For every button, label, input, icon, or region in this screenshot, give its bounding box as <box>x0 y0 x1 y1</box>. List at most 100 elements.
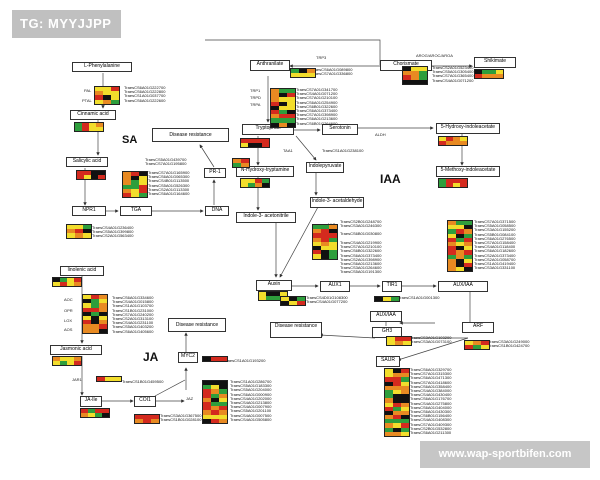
label-pal: PAL <box>84 88 92 93</box>
heatmap-npr1 <box>66 224 92 239</box>
node-aux-iaa-small: AUX/IAA <box>370 311 402 322</box>
label-trpd: TRPD <box>250 95 261 100</box>
node-shikimate: Shikimate <box>474 57 516 68</box>
watermark-tag: TG: MYYJJPP <box>12 10 121 38</box>
node-disease-resistance-ja: Disease resistance <box>168 318 226 332</box>
node-pr1: PR-1 <box>204 168 226 178</box>
heatmap-trp1 <box>270 88 296 128</box>
heatmap-aldh <box>312 224 338 260</box>
heatmap-gh3 <box>386 336 412 347</box>
heatmap-cinnamic <box>74 122 104 132</box>
label-trpa: TRPA <box>250 102 261 107</box>
heatmap-jasmonic-acid <box>52 356 82 366</box>
label-lox: LOX <box>64 318 73 323</box>
label-ptal: PTAL <box>82 98 92 103</box>
node-linolenic-acid: linolenic acid <box>60 266 104 276</box>
heatmap-coi1 <box>134 414 160 425</box>
heatmap-salicylic <box>76 170 106 180</box>
label-jar1: JAR1 <box>72 377 82 382</box>
sa-section-label: SA <box>122 134 138 146</box>
heatmap-linolenic <box>82 294 108 334</box>
node-tga: TGA <box>120 206 152 216</box>
gene-list-aldh: TraesCS4A01G219900 TraesCS7A01G210100 Tr… <box>340 240 382 275</box>
label-opr: OPR <box>64 308 73 313</box>
node-cinnamic-acid: Cinnamic acid <box>70 110 116 120</box>
heatmap-arog <box>402 66 428 85</box>
gene-list-pr1: TraesCS5A01G439700 TraesCS7A01G195800 <box>145 157 187 167</box>
node-5-methoxy-indoleacetate: 5-Methoxy-indoleacetate <box>436 166 500 177</box>
gene-list-tga: TraesCS7A01G165900 TraesCS6A01G065300 Tr… <box>148 170 190 197</box>
gene-list-arf: TraesCS3A01G249000 TraesCS1B01G424700 <box>488 339 530 349</box>
node-auxin: Auxin <box>256 280 292 291</box>
gene-list-jar1: TraesCS1B01G459500 <box>122 379 164 384</box>
node-aux1: AUX1 <box>320 281 350 292</box>
node-aux-iaa: AUX/IAA <box>438 281 488 292</box>
gene-list-linolenic: TraesCS6A01G334600 TraesCS4A01G015800 Tr… <box>112 295 154 334</box>
gene-list-tir1: TraesCS1A01G001300 <box>398 295 440 300</box>
gene-list-yucca: TraesCS6B01G030800 <box>340 231 382 236</box>
heatmap-tryptophan <box>240 138 270 148</box>
heatmap-myc2 <box>202 356 228 363</box>
node-salicylic-acid: Salicylic acid <box>66 157 108 167</box>
gene-list-trp1: TraesCS7A01G341700 TraesCS4A01G071200 Tr… <box>296 87 338 126</box>
heatmap-tga <box>122 171 148 199</box>
node-indole-3-acetaldehyde: Indole-3- acetaldehyde <box>310 197 364 208</box>
label-jaz: JAZ <box>186 396 194 401</box>
node-indole-3-acetonitrile: Indole-3- acetonitrile <box>236 212 296 223</box>
label-aldh-top: ALDH <box>375 132 386 137</box>
node-dna: DNA <box>205 206 229 216</box>
gene-list-trp3: TraesCS6A01G089800 TraesCS7A01G336800 <box>311 67 353 77</box>
heatmap-methoxyindoleacetate <box>438 178 468 188</box>
gene-list-coi1: TraesCS3A01G367500 TraesCS1B01G028100 <box>160 413 202 423</box>
label-aoc: AOC <box>64 297 73 302</box>
node-5-hydroxy-indoleacetate: 5-Hydroxy-indoleacetate <box>436 123 500 134</box>
label-trp3: TRP3 <box>316 55 327 60</box>
node-coi1: COI1 <box>134 396 156 407</box>
heatmap-aux-iaa <box>447 220 473 273</box>
gene-list-myc2: TraesCS1A01G193200 <box>224 358 266 363</box>
gene-list-aux-iaa: TraesCS7A01G371500 TraesCS5A01G058500 Tr… <box>474 219 516 271</box>
node-myc2: MYC2 <box>178 352 198 363</box>
gene-list-auxin: TraesCS4D01G108300 TraesCS4A01G077200 <box>306 295 348 305</box>
node-n-hydroxy-tryptamine: N-Hydroxy-tryptamine <box>236 166 294 177</box>
gene-list-taa1: TraesCS1A01G238100 <box>322 148 364 153</box>
heatmap-shikimate <box>474 69 504 79</box>
gene-list-pal: TraesCS6A01G222700 TraesCS6A01G222800 Tr… <box>124 85 166 103</box>
gene-list-npr1: TraesCS4A01G236400 TraesCS5A01G399800 Tr… <box>92 225 134 239</box>
label-arog: AROG/AROC/AROA <box>416 53 453 58</box>
heatmap-ja-ile <box>80 408 110 418</box>
label-taa1: TAA1 <box>283 148 293 153</box>
node-npr1: NPR1 <box>72 206 106 216</box>
heatmap-trp3 <box>290 68 316 79</box>
gene-list-gh3: TraesCS3A01G103200 TraesCS3A01G073100 <box>410 335 452 345</box>
node-anthranilate: Anthranilate <box>250 60 290 71</box>
heatmap-tir1 <box>374 296 400 303</box>
label-aos: AOS <box>64 327 73 332</box>
heatmap-pal <box>94 86 120 105</box>
node-jasmonic-acid: Jasmonic acid <box>50 345 102 355</box>
node-saur: SAUR <box>376 356 400 367</box>
gene-list-jaz: TraesCS1A01G286700 TraesCS5A01G183300 Tr… <box>230 379 272 422</box>
heatmap-arf <box>464 340 490 351</box>
label-trp1: TRP1 <box>250 88 261 93</box>
node-tir1: TIR1 <box>382 281 402 292</box>
node-ja-ile: JA-Ile <box>80 396 102 407</box>
heatmap-saur <box>384 368 410 437</box>
heatmap-pr1 <box>232 158 250 169</box>
gene-list-aao: TraesCS2B01G248700 TraesCS3A01G246300 <box>340 219 382 229</box>
node-indolepyruvate: Indolepyruvate <box>306 162 344 173</box>
node-disease-resistance-sa: Disease resistance <box>152 128 229 142</box>
node-tryptophan: Tryptophan <box>242 124 294 135</box>
heatmap-n-hydroxytryptamine <box>240 178 270 188</box>
iaa-section-label: IAA <box>380 172 401 186</box>
ja-section-label: JA <box>143 350 159 364</box>
gene-list-arog: TraesCS2A01G523400 TraesCS5A01G305400 Tr… <box>432 65 474 83</box>
gene-list-saur: TraesCS6A01G329700 TraesCS7A01G315300 Tr… <box>410 367 452 436</box>
heatmap-linolenic-acid <box>52 277 82 287</box>
node-arf: ARF <box>462 322 494 333</box>
node-serotonin: Serotonin <box>322 124 358 135</box>
node-l-phenylalanine: L-Phenylalanine <box>72 62 132 72</box>
watermark-site: www.wap-sportbifen.com <box>420 441 590 468</box>
heatmap-jaz <box>202 380 228 424</box>
